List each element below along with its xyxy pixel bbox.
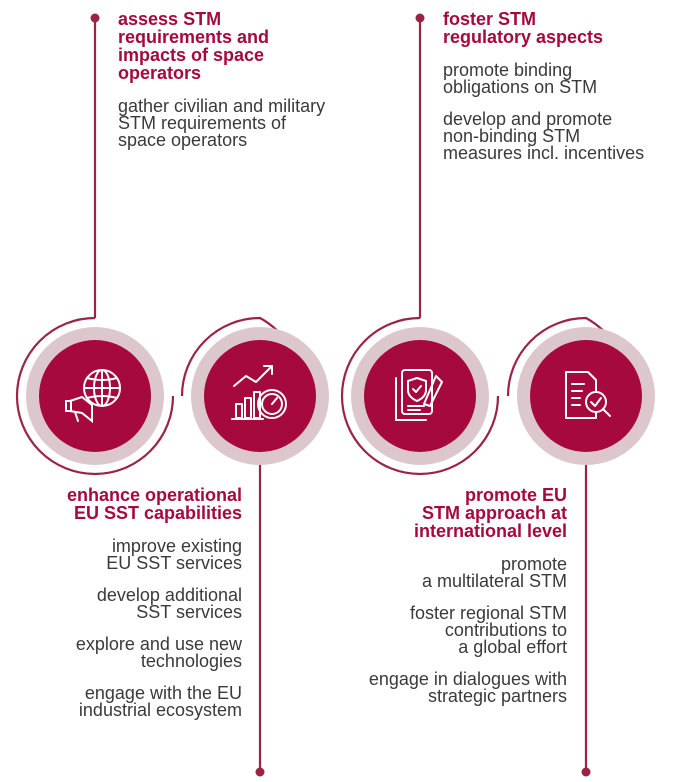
connector-dot-top-right [415,13,425,23]
item-dialogues-partners: engage in dialogues with strategic partn… [368,669,567,706]
item-improve-services: improve existing EU SST services [106,536,242,573]
item-new-technologies: explore and use new technologies [75,634,242,671]
item-multilateral-stm: promote a multilateral STM [421,554,567,591]
item-gather-requirements: gather civilian and military STM require… [118,96,326,150]
icon-circle-3 [364,340,476,452]
growth-chart-gauge-icon [231,365,287,420]
text-block-assess-requirements: assess STM requirements and impacts of s… [118,10,348,164]
connector-dot-top-left [90,13,100,23]
heading-international-level: promote EU STM approach at international… [413,485,567,541]
shield-document-icon [395,369,443,421]
text-block-international-level: promote EU STM approach at international… [344,486,567,720]
item-industrial-ecosystem: engage with the EU industrial ecosystem [78,683,242,720]
text-block-operational-capabilities: enhance operational EU SST capabilities … [10,486,242,734]
connector-dot-bottom-right [581,767,591,777]
heading-assess-requirements: assess STM requirements and impacts of s… [118,9,270,83]
text-block-regulatory-aspects: foster STM regulatory aspects promote bi… [443,10,674,177]
item-additional-services: develop additional SST services [96,585,242,622]
document-magnifier-check-icon [565,371,611,419]
item-regional-contributions: foster regional STM contributions to a g… [409,603,567,657]
heading-regulatory-aspects: foster STM regulatory aspects [443,9,604,47]
connector-dot-bottom-left [255,767,265,777]
arc-circle-3 [340,316,500,476]
item-non-binding-measures: develop and promote non-binding STM meas… [443,109,645,163]
globe-megaphone-icon [65,369,121,424]
item-binding-obligations: promote binding obligations on STM [443,60,598,97]
icon-circle-4 [530,340,642,452]
arc-circle-1 [15,316,175,476]
heading-operational-capabilities: enhance operational EU SST capabilities [66,485,242,523]
